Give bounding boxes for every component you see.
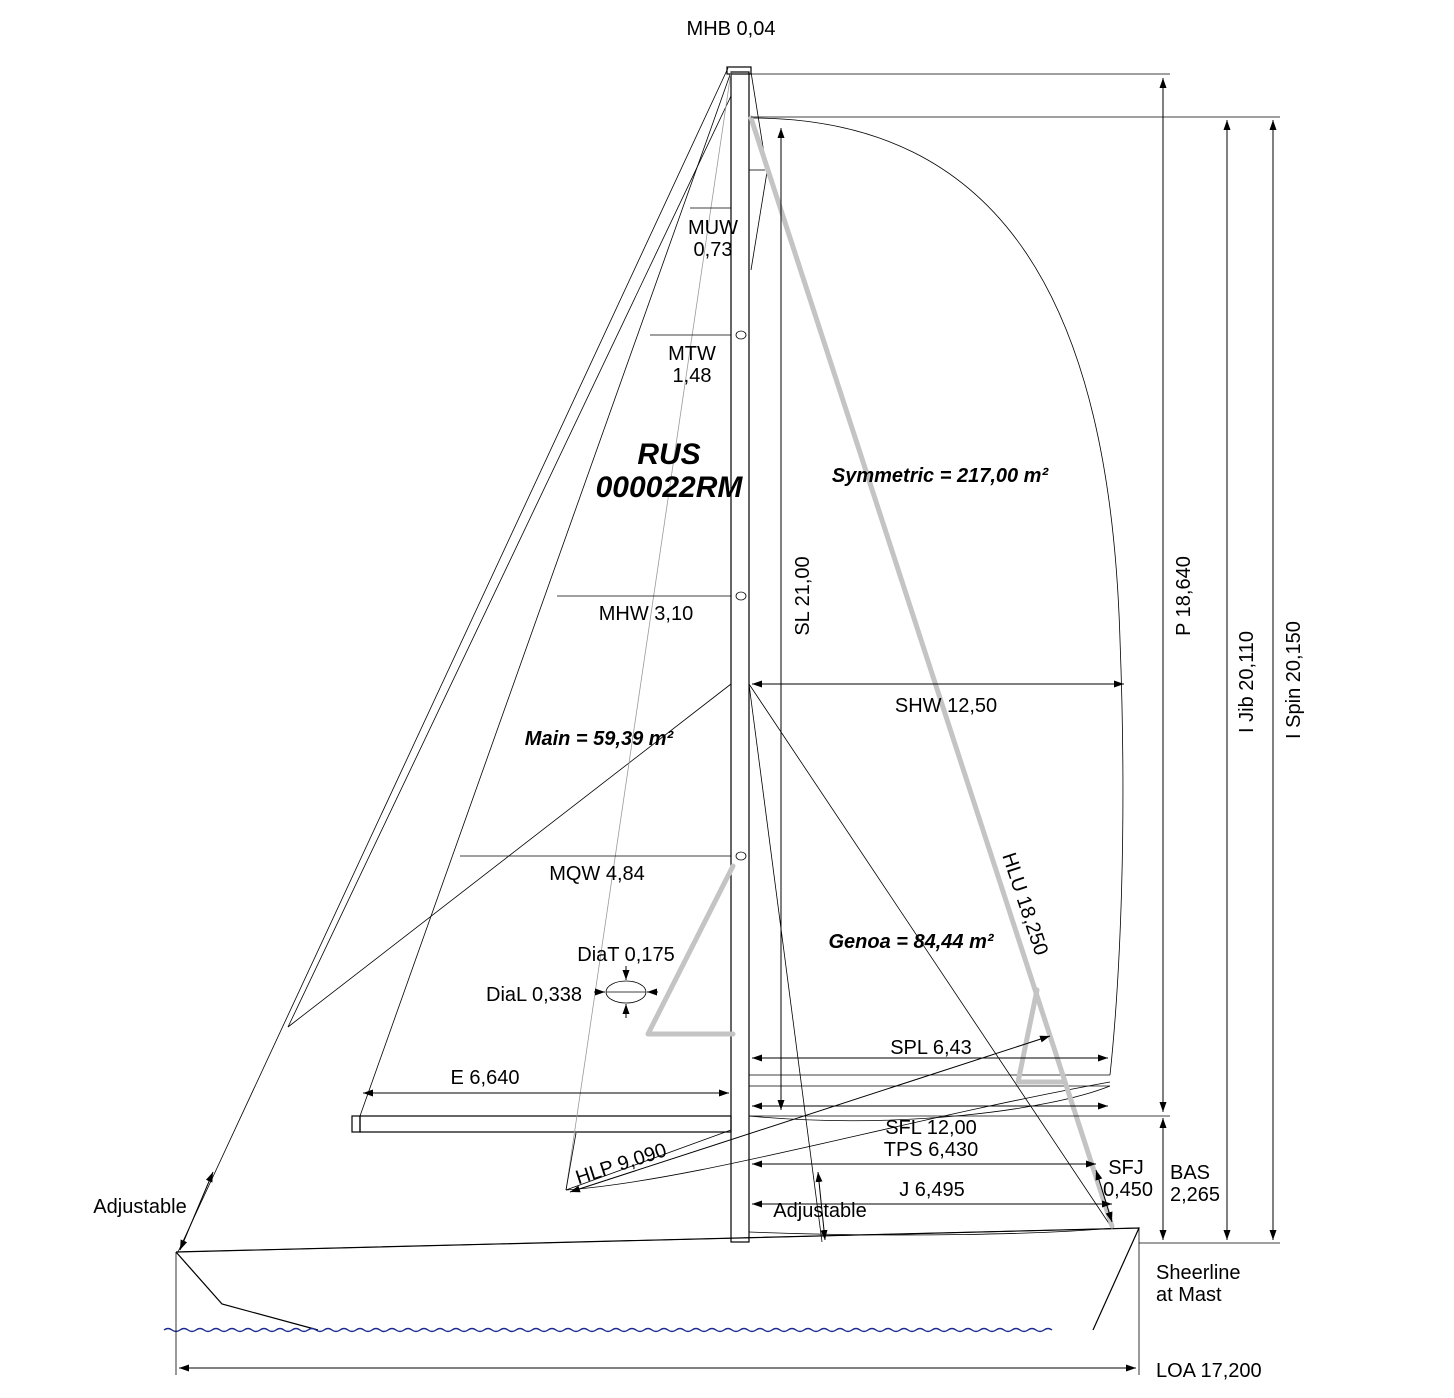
muw-value-label: 0,73 (694, 239, 733, 261)
boom (351, 1115, 732, 1133)
sail-country-label: RUS (637, 438, 700, 471)
dia-t-label: DiaT 0,175 (577, 944, 674, 966)
sfj-name-label: SFJ (1108, 1157, 1144, 1179)
muw-name-label: MUW (688, 217, 738, 239)
mainsail (359, 71, 732, 1191)
e-label: E 6,640 (451, 1067, 520, 1089)
tps-label: TPS 6,430 (884, 1139, 979, 1161)
mhb-label: MHB 0,04 (687, 18, 776, 40)
hull (175, 1227, 1140, 1331)
sheerline-label-line2: at Mast (1156, 1284, 1222, 1306)
p-label: P 18,640 (1173, 556, 1195, 636)
shw-label: SHW 12,50 (895, 695, 997, 717)
mhw-label: MHW 3,10 (599, 603, 693, 625)
jib-outline (645, 115, 1115, 1229)
sl-label: SL 21,00 (792, 556, 814, 635)
sfj-value-label: 0,450 (1103, 1179, 1153, 1201)
adjustable-left-label: Adjustable (93, 1196, 186, 1218)
waterline (163, 1327, 1053, 1333)
i-spin-label: I Spin 20,150 (1283, 621, 1305, 739)
hlp-label: HLP 9,090 (573, 1139, 669, 1189)
spinnaker (750, 117, 1124, 1076)
sail-number-label: 000022RM (596, 471, 744, 504)
mtw-value-label: 1,48 (673, 365, 712, 387)
sheerline-label-line1: Sheerline (1156, 1262, 1241, 1284)
loa-label: LOA 17,200 (1156, 1360, 1262, 1382)
rigging (177, 67, 1113, 1253)
adjustable-mid-label: Adjustable (773, 1200, 866, 1222)
i-jib-label: I Jib 20,110 (1236, 631, 1258, 733)
symmetric-area-label: Symmetric = 217,00 m² (832, 465, 1050, 487)
dimension-lines (175, 73, 1280, 1375)
bas-value-label: 2,265 (1170, 1184, 1220, 1206)
spl-label: SPL 6,43 (890, 1037, 972, 1059)
mtw-name-label: MTW (668, 343, 716, 365)
dia-l-label: DiaL 0,338 (486, 984, 582, 1006)
genoa-area-label: Genoa = 84,44 m² (828, 931, 994, 953)
bas-name-label: BAS (1170, 1162, 1210, 1184)
j-label: J 6,495 (899, 1179, 965, 1201)
mast (726, 66, 765, 1243)
mast-section-symbol (594, 966, 658, 1018)
sfl-label: SFL 12,00 (885, 1117, 977, 1139)
main-area-label: Main = 59,39 m² (525, 728, 675, 750)
mqw-label: MQW 4,84 (549, 863, 645, 885)
